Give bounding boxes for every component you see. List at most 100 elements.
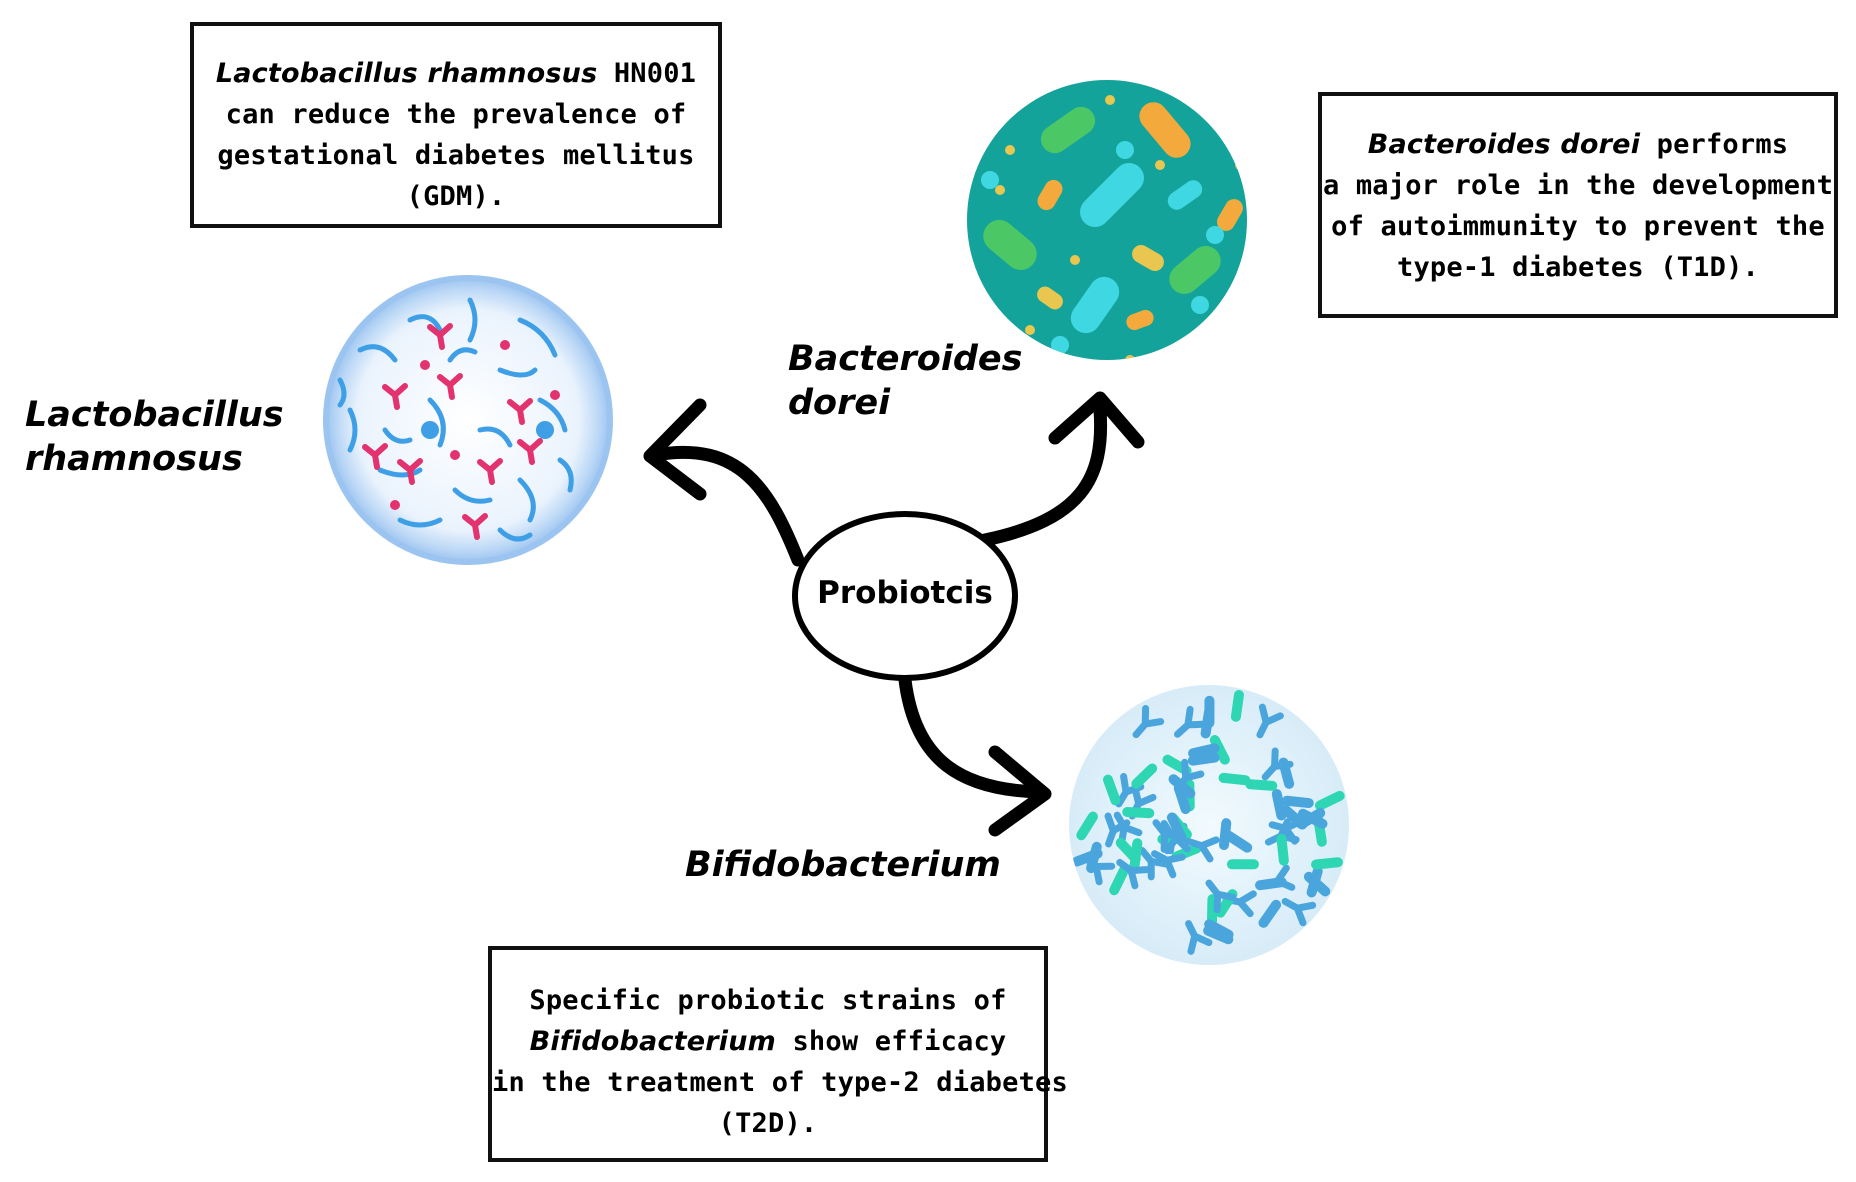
bact-dot-8 bbox=[1025, 325, 1035, 335]
bifido-rod-43 bbox=[1226, 859, 1259, 870]
lactobacillus-culture-icon bbox=[323, 275, 613, 565]
lacto-dot-3 bbox=[450, 450, 460, 460]
lacto-rod-0 bbox=[357, 344, 398, 363]
infobox-lactobacillus-line1: Lactobacillus rhamnosus HN001 bbox=[215, 58, 697, 89]
bact-bubble-4 bbox=[1191, 296, 1209, 314]
infobox-bacteroides-line4: type-1 diabetes (T1D). bbox=[1396, 252, 1760, 283]
hub-ellipse bbox=[792, 511, 1018, 681]
bifido-rod-52 bbox=[1129, 838, 1143, 871]
bact-bubble-1 bbox=[1116, 141, 1134, 159]
bact-capsule-1 bbox=[1139, 102, 1191, 158]
lacto-rod-11 bbox=[517, 477, 536, 523]
bifido-rod-19 bbox=[1109, 865, 1129, 896]
bact-capsule-2 bbox=[1080, 163, 1144, 227]
bacteroides-culture-icon bbox=[967, 80, 1247, 360]
lacto-splotch-5 bbox=[397, 458, 423, 485]
bact-capsule-9 bbox=[1132, 245, 1164, 271]
lacto-rod-9 bbox=[497, 367, 538, 378]
bact-capsule-7 bbox=[1037, 179, 1063, 211]
bifido-rod-50 bbox=[1223, 830, 1253, 853]
bifido-rod-16 bbox=[1131, 763, 1158, 789]
bact-dot-5 bbox=[1070, 255, 1080, 265]
infobox-bacteroides: Bacteroides dorei performs a major role … bbox=[1318, 92, 1838, 318]
bact-bubble-3 bbox=[1051, 336, 1069, 354]
bifido-rod-14 bbox=[1303, 871, 1331, 897]
bifido-y-42 bbox=[1205, 879, 1237, 914]
bifido-rod-13 bbox=[1209, 735, 1230, 765]
lacto-rod-10 bbox=[397, 517, 443, 528]
lacto-rod-15 bbox=[452, 487, 493, 504]
lacto-rod-6 bbox=[427, 397, 446, 448]
lacto-splotch-4 bbox=[477, 458, 503, 485]
bifido-rod-64 bbox=[1276, 833, 1289, 866]
lacto-splotch-0 bbox=[437, 373, 463, 400]
bifido-y-69 bbox=[1151, 850, 1186, 879]
lacto-dot-0 bbox=[420, 360, 430, 370]
hub-label: Probiotcis bbox=[817, 575, 993, 611]
lacto-dot-4 bbox=[390, 500, 400, 510]
infobox-bifidobacterium-line1: Specific probiotic strains of bbox=[529, 985, 1007, 1016]
infobox-bifidobacterium-line3: in the treatment of type-2 diabetes bbox=[492, 1067, 1068, 1098]
lacto-splotch-7 bbox=[517, 438, 543, 465]
bact-capsule-11 bbox=[1126, 309, 1154, 331]
bact-dot-6 bbox=[1125, 355, 1135, 360]
bifido-rod-62 bbox=[1204, 695, 1215, 728]
bifido-y-57 bbox=[1116, 858, 1151, 890]
bact-dot-7 bbox=[1220, 315, 1230, 325]
bact-dot-4 bbox=[1155, 160, 1165, 170]
bact-capsule-0 bbox=[1040, 106, 1096, 154]
bact-capsule-10 bbox=[1037, 286, 1063, 310]
infobox-bacteroides-line2: a major role in the development bbox=[1322, 170, 1834, 201]
lacto-blob-0 bbox=[421, 421, 439, 439]
lacto-blob-1 bbox=[536, 421, 554, 439]
arrow-to-lactobacillus bbox=[643, 398, 805, 567]
label-lactobacillus-line2: rhamnosus bbox=[25, 439, 243, 479]
lacto-rod-16 bbox=[497, 527, 533, 542]
bifido-y-39 bbox=[1256, 703, 1284, 739]
lacto-rod-4 bbox=[347, 407, 358, 453]
infobox-lactobacillus-line2: can reduce the prevalence of bbox=[225, 99, 687, 130]
bifido-y-54 bbox=[1281, 897, 1317, 927]
lacto-rod-1 bbox=[407, 314, 443, 333]
lacto-rod-2 bbox=[467, 297, 478, 343]
lacto-dot-1 bbox=[500, 340, 510, 350]
bifido-rod-61 bbox=[1102, 774, 1121, 806]
lacto-splotch-2 bbox=[382, 383, 408, 410]
bifido-y-30 bbox=[1268, 818, 1304, 845]
bifido-rod-58 bbox=[1230, 690, 1244, 722]
bifido-rod-47 bbox=[1188, 743, 1220, 759]
bifido-rod-53 bbox=[1278, 757, 1295, 789]
bact-capsule-5 bbox=[1169, 246, 1221, 294]
lacto-splotch-1 bbox=[427, 323, 453, 350]
bact-capsule-4 bbox=[983, 220, 1037, 270]
lacto-rod-7 bbox=[477, 426, 513, 448]
bifido-rod-68 bbox=[1281, 795, 1314, 809]
infobox-bifidobacterium: Specific probiotic strains of Bifidobact… bbox=[488, 946, 1068, 1162]
bifido-rod-67 bbox=[1122, 806, 1155, 819]
infobox-lactobacillus: Lactobacillus rhamnosus HN001 can reduce… bbox=[190, 22, 722, 228]
bifidobacterium-culture-icon bbox=[1069, 685, 1349, 965]
bifido-rod-7 bbox=[1311, 857, 1343, 870]
lacto-rod-13 bbox=[557, 457, 574, 493]
bifido-y-63 bbox=[1081, 854, 1116, 886]
bact-dot-9 bbox=[1175, 340, 1185, 350]
label-bacteroides-line2: dorei bbox=[788, 383, 891, 423]
bifido-y-3 bbox=[1138, 847, 1171, 881]
label-bacteroides-line1: Bacteroides bbox=[788, 339, 1023, 379]
infobox-bifidobacterium-line2: Bifidobacterium show efficacy bbox=[529, 1026, 1007, 1057]
bifido-y-36 bbox=[1132, 704, 1165, 739]
bact-bubble-0 bbox=[981, 171, 999, 189]
infobox-lactobacillus-line3: gestational diabetes mellitus bbox=[217, 140, 695, 171]
bifido-rod-35 bbox=[1258, 899, 1282, 928]
bifido-y-66 bbox=[1173, 758, 1205, 793]
lacto-rod-14 bbox=[337, 377, 347, 408]
label-bifidobacterium: Bifidobacterium bbox=[685, 843, 1001, 887]
bifido-rod-65 bbox=[1297, 808, 1328, 829]
bifido-rod-34 bbox=[1245, 779, 1278, 791]
bact-capsule-6 bbox=[1070, 276, 1120, 334]
bact-dot-0 bbox=[1005, 145, 1015, 155]
label-bacteroides: Bacteroides dorei bbox=[788, 337, 1022, 425]
bifido-rod-23 bbox=[1203, 925, 1234, 945]
lacto-splotch-6 bbox=[462, 513, 488, 540]
